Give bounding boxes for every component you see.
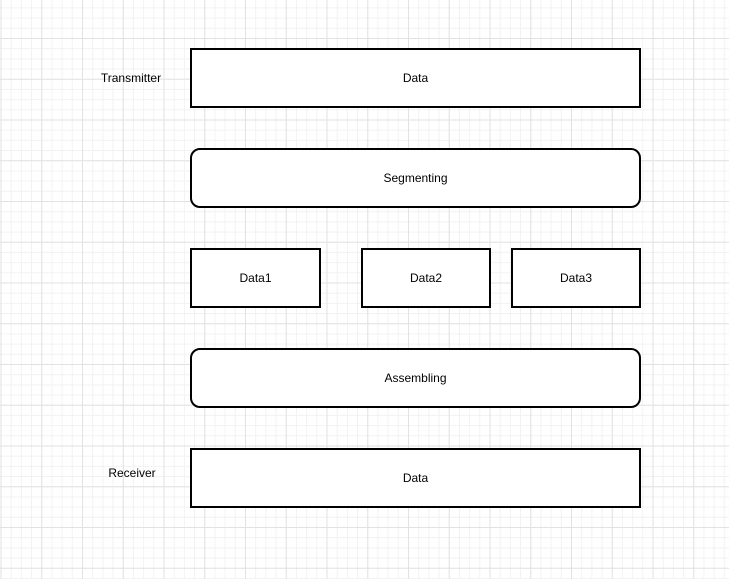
shape-data-receiver-text: Data: [402, 471, 429, 485]
shape-data-transmitter[interactable]: Data: [190, 48, 641, 108]
shape-data1-text: Data1: [239, 271, 272, 285]
shape-data-receiver[interactable]: Data: [190, 448, 641, 508]
shape-data2[interactable]: Data2: [361, 248, 491, 308]
shape-segmenting-text: Segmenting: [383, 171, 448, 185]
shape-segmenting[interactable]: Segmenting: [190, 148, 641, 208]
transmitter-label[interactable]: Transmitter: [100, 71, 162, 85]
receiver-label[interactable]: Receiver: [108, 466, 156, 480]
shape-data-transmitter-text: Data: [402, 71, 429, 85]
shape-data3-text: Data3: [559, 271, 593, 285]
shape-assembling-text: Assembling: [384, 371, 447, 385]
shape-assembling[interactable]: Assembling: [190, 348, 641, 408]
shape-data1[interactable]: Data1: [190, 248, 321, 308]
shape-data2-text: Data2: [409, 271, 443, 285]
shape-data3[interactable]: Data3: [511, 248, 641, 308]
